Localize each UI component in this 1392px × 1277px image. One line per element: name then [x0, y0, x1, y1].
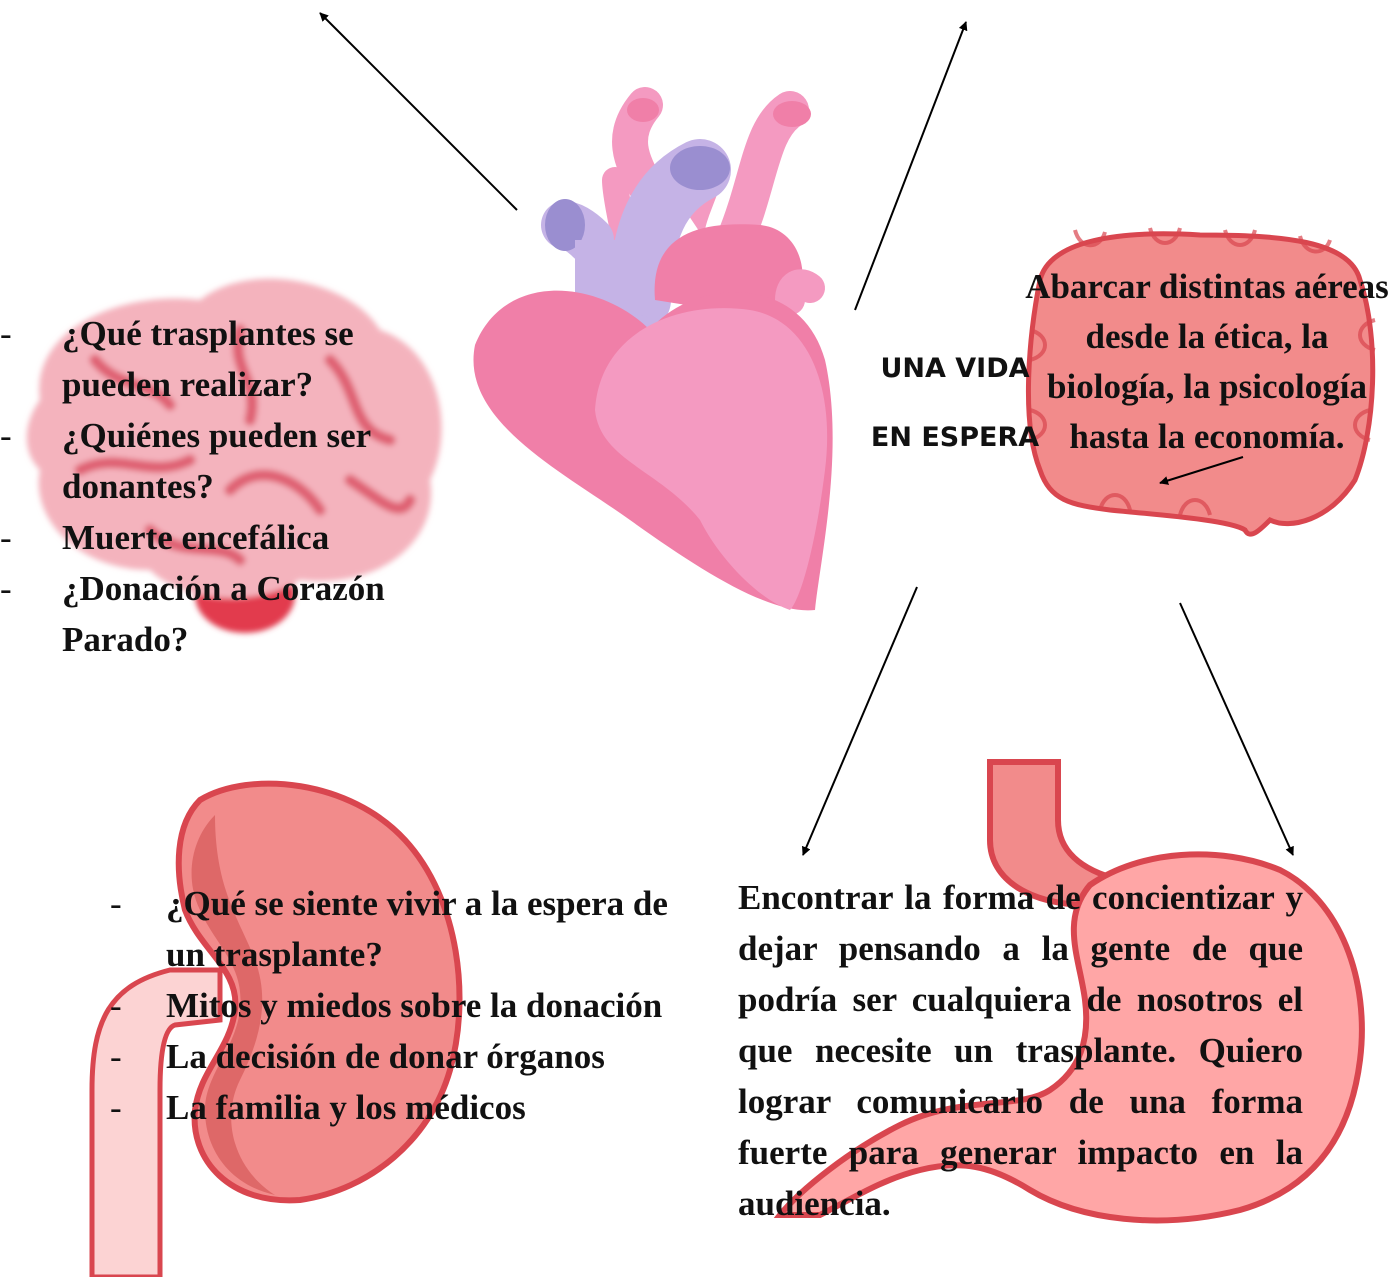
- list-item: -¿Donación a Corazón Parado?: [0, 569, 385, 659]
- arrow-center-to-bottom-left: [802, 586, 918, 856]
- heart-illustration: [473, 87, 833, 611]
- center-title-line-1: UNA VIDA: [880, 353, 1030, 384]
- list-item: -¿Quiénes pueden ser donantes?: [0, 416, 371, 506]
- kidney-topic-list: -¿Qué se siente vivir a la espera de un …: [110, 878, 670, 1133]
- stomach-illustration: [773, 759, 1365, 1224]
- brain-shape: [26, 278, 442, 599]
- list-item: -¿Qué trasplantes se pueden realizar?: [0, 314, 354, 404]
- list-item: -La familia y los médicos: [110, 1088, 526, 1127]
- stomach-topic-text: Encontrar la forma de concientizar y dej…: [738, 878, 1303, 1223]
- kidney-topics: -¿Qué se siente vivir a la espera de un …: [110, 878, 670, 1133]
- brain-topics: -¿Qué trasplantes se pueden realizar? -¿…: [0, 308, 440, 665]
- arrow-heart-to-top-left: [319, 12, 518, 211]
- center-title: UNA VIDA EN ESPERA: [840, 350, 1070, 457]
- arrow-intestine-inner: [1159, 456, 1244, 485]
- connector-arrows: [319, 12, 1294, 856]
- brain-illustration: [26, 278, 442, 633]
- list-item: -Muerte encefálica: [0, 518, 330, 557]
- arrow-center-to-bottom-right: [1179, 602, 1294, 856]
- kidney-illustration: [89, 780, 463, 1277]
- intestine-illustration: [1025, 227, 1376, 537]
- list-item: -¿Qué se siente vivir a la espera de un …: [110, 884, 668, 974]
- list-item: -Mitos y miedos sobre la donación: [110, 986, 663, 1025]
- list-item: -La decisión de donar órganos: [110, 1037, 605, 1076]
- brain-topic-list: -¿Qué trasplantes se pueden realizar? -¿…: [0, 308, 440, 665]
- center-title-line-2: EN ESPERA: [870, 422, 1040, 453]
- arrow-center-to-top: [854, 21, 968, 311]
- intestine-topic-text: Abarcar distintas aéreas desde la ética,…: [1025, 267, 1389, 456]
